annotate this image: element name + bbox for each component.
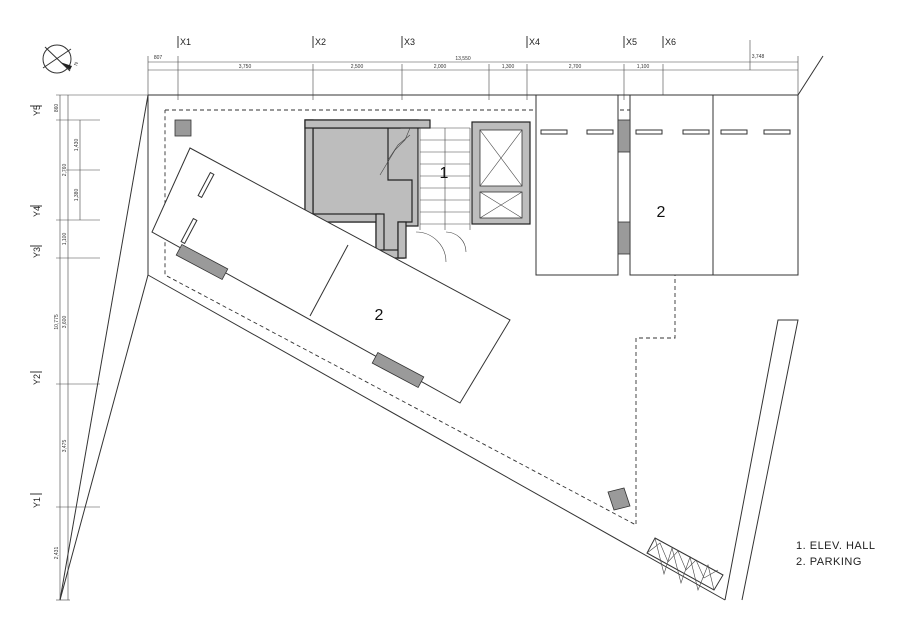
- column: [174, 119, 192, 137]
- dim-top-3: 2,000: [434, 64, 447, 70]
- dim-top-6: 1,100: [637, 64, 650, 70]
- top-grid-markers: X1 X2 X3 X4 X5 X6: [177, 36, 676, 48]
- grid-x6-label: X6: [665, 37, 676, 47]
- dim-left-sub-1: 1,380: [74, 189, 80, 202]
- dim-left-3: 3,600: [62, 316, 68, 329]
- grid-x2-label: X2: [315, 37, 326, 47]
- left-dimension-chain: 860 2,760 1,430 1,380 1,100 10,775 3,600…: [54, 94, 148, 601]
- dim-left-4: 3,475: [62, 440, 68, 453]
- room-label-parking-a: 2: [375, 307, 384, 324]
- dim-left-1: 2,760: [62, 164, 68, 177]
- north-arrow-icon: N: [42, 44, 80, 74]
- dim-left-2: 1,100: [62, 233, 68, 246]
- legend-item: 1. ELEV. HALL: [796, 540, 876, 552]
- parking-slab-a: [151, 147, 511, 404]
- room-label-elev-hall: 1: [440, 165, 449, 182]
- legend: 1. ELEV. HALL 2. PARKING: [796, 538, 875, 570]
- grid-y3-label: Y3: [32, 247, 42, 258]
- left-grid-markers: Y5 Y4 Y3 Y2 Y1: [30, 105, 42, 508]
- north-label: N: [73, 61, 80, 67]
- grid-y2-label: Y2: [32, 374, 42, 385]
- dim-top-5: 2,700: [569, 64, 582, 70]
- elevator-core: [304, 119, 531, 263]
- grid-x3-label: X3: [404, 37, 415, 47]
- legend-item: 2. PARKING: [796, 556, 862, 568]
- dim-left-overall: 10,775: [54, 314, 60, 330]
- dim-top-7: 3,748: [752, 54, 765, 60]
- dim-top-1: 3,750: [239, 64, 252, 70]
- vent-hatch: [646, 537, 724, 591]
- dim-top-2: 2,500: [351, 64, 364, 70]
- dim-left-5: 2,431: [54, 547, 60, 560]
- grid-x4-label: X4: [529, 37, 540, 47]
- dim-left-sub-0: 1,430: [74, 139, 80, 152]
- room-label-parking-b: 2: [657, 204, 666, 221]
- grid-x1-label: X1: [180, 37, 191, 47]
- parking-slab-b: [535, 94, 799, 276]
- grid-y5-label: Y5: [32, 105, 42, 116]
- building-outline: [164, 109, 676, 526]
- column: [607, 487, 631, 511]
- grid-y4-label: Y4: [32, 206, 42, 217]
- dim-top-0: 807: [154, 55, 163, 61]
- dim-top-4: 1,300: [502, 64, 515, 70]
- top-dimension-chain: 13,550 807 3,750 2,500 2,000 1,300 2,700…: [147, 40, 799, 100]
- dim-left-0: 860: [54, 104, 60, 113]
- grid-y1-label: Y1: [32, 497, 42, 508]
- grid-x5-label: X5: [626, 37, 637, 47]
- dim-top-overall: 13,550: [455, 56, 471, 62]
